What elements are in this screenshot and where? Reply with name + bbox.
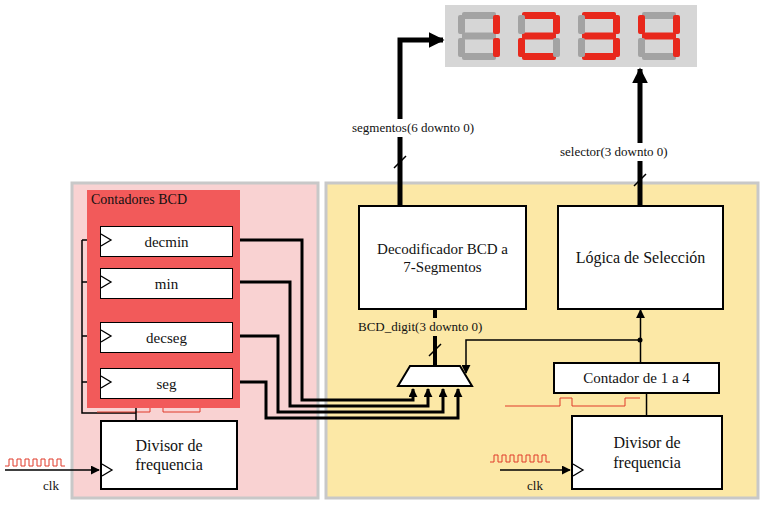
- box-label: decseg: [146, 329, 187, 347]
- counter-panel: [72, 183, 318, 498]
- display-segment: [642, 33, 676, 40]
- clock-symbol-outline: [573, 464, 583, 476]
- display-segment: [642, 53, 676, 60]
- seven-segment-display: [445, 5, 697, 67]
- clock-waveform: [490, 455, 550, 462]
- clock-wire: [500, 469, 570, 471]
- clock-waveform: [5, 459, 65, 466]
- selection-logic-box: Lógica de Selección: [557, 205, 724, 310]
- signal-label: selector(3 downto 0): [557, 143, 671, 161]
- display-segment: [582, 33, 616, 40]
- display-segment: [493, 38, 500, 57]
- display-segment: [518, 15, 525, 34]
- multiplexer: [398, 366, 472, 386]
- display-segment: [462, 53, 496, 60]
- display-segment: [553, 15, 560, 34]
- display-segment: [553, 38, 560, 57]
- display-panel: [326, 183, 758, 498]
- box-label: decmin: [144, 233, 188, 251]
- bcd-counter: min: [100, 268, 233, 299]
- group-heading: Contadores BCD: [91, 192, 236, 209]
- connector: [646, 394, 648, 415]
- pulse-waveform: [505, 398, 640, 406]
- decoder-box: Decodificador BCD a 7-Segmentos: [358, 205, 527, 310]
- signal-label: segmentos(6 downto 0): [349, 119, 477, 137]
- display-segment: [458, 38, 465, 57]
- bcd-counter: decmin: [100, 226, 233, 257]
- display-segment: [462, 12, 496, 19]
- clock-symbol: [573, 462, 585, 478]
- box-label: Decodificador BCD a 7-Segmentos: [374, 240, 511, 276]
- box-label: Lógica de Selección: [576, 248, 706, 267]
- clock-symbol-outline: [101, 330, 111, 342]
- display-segment: [578, 38, 585, 57]
- bcd-counter: seg: [100, 368, 233, 399]
- box-label: Contador de 1 a 4: [583, 369, 690, 387]
- frequency-divider: Divisor de frequencia: [571, 415, 723, 490]
- display-segment: [522, 53, 556, 60]
- display-segment: [673, 15, 680, 34]
- counter-group: Contadores BCD decmin min decseg seg: [87, 190, 240, 408]
- clock-symbol-outline: [102, 464, 112, 476]
- clock-symbol: [101, 374, 113, 390]
- clock-symbol: [102, 462, 114, 478]
- counter-box: Contador de 1 a 4: [553, 362, 720, 394]
- display-segment: [582, 12, 616, 19]
- frequency-divider: Divisor de frequencia: [100, 420, 238, 490]
- display-segment: [638, 15, 645, 34]
- display-segment: [458, 15, 465, 34]
- clock-symbol: [101, 328, 113, 344]
- display-segment: [462, 33, 496, 40]
- clock-symbol: [101, 274, 113, 290]
- display-segment: [613, 38, 620, 57]
- display-segment: [642, 12, 676, 19]
- box-label: seg: [157, 375, 177, 393]
- box-label: Divisor de frequencia: [116, 436, 222, 474]
- display-segment: [638, 38, 645, 57]
- display-segment: [673, 38, 680, 57]
- signal-label: BCD_digit(3 downto 0): [355, 318, 485, 336]
- clock-label: clk: [524, 477, 546, 495]
- selector-bus: [638, 69, 643, 205]
- box-label: min: [155, 275, 178, 293]
- box-label: Divisor de frequencia: [587, 433, 707, 471]
- display-segment: [582, 53, 616, 60]
- connector: [640, 310, 642, 362]
- display-digits: [458, 12, 680, 60]
- clock-symbol: [101, 232, 113, 248]
- display-segment: [518, 38, 525, 57]
- clock-wire: [5, 469, 99, 471]
- display-segment: [493, 15, 500, 34]
- display-segment: [522, 33, 556, 40]
- display-segment: [613, 15, 620, 34]
- clock-symbol-outline: [101, 376, 111, 388]
- bcd-counter: decseg: [100, 322, 233, 353]
- clock-label: clk: [40, 477, 62, 495]
- display-segment: [578, 15, 585, 34]
- clock-symbol-outline: [101, 276, 111, 288]
- display-segment: [522, 12, 556, 19]
- clock-symbol-outline: [101, 234, 111, 246]
